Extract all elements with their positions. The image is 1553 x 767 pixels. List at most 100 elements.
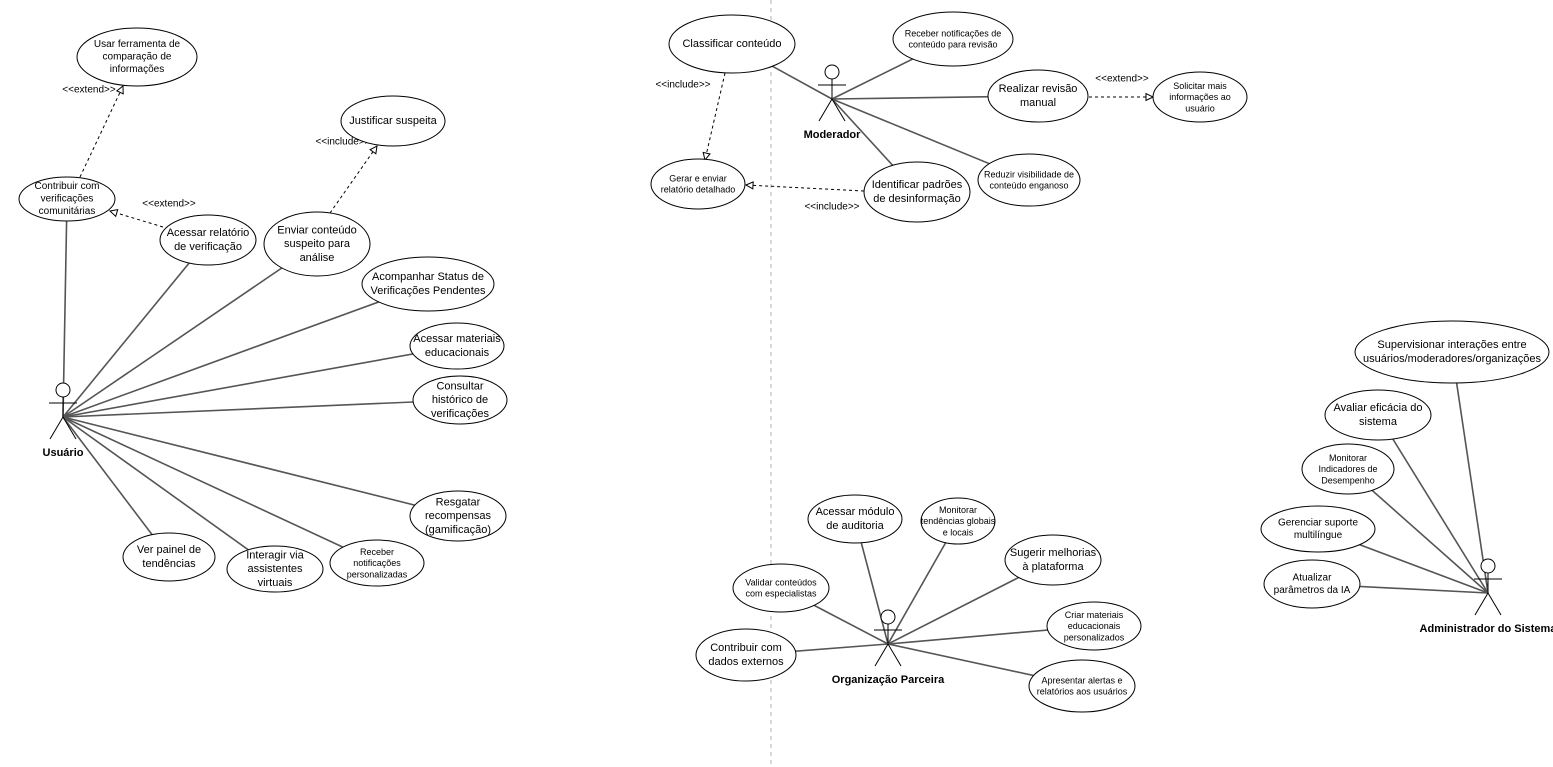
actor-left-leg <box>49 416 64 440</box>
actor-name: Moderador <box>804 129 862 141</box>
use-case-classificar[interactable]: Classificar conteúdo <box>668 14 796 74</box>
use-case-ellipse <box>409 490 507 542</box>
use-case-ellipse <box>1263 559 1361 609</box>
use-case-ellipse <box>18 176 116 222</box>
use-case-label: personalizados <box>1064 632 1125 642</box>
actor-right-leg <box>831 98 846 122</box>
association-line <box>62 416 276 570</box>
use-case-label: verificações <box>41 194 94 205</box>
use-case-label: suspeito para <box>284 238 351 250</box>
use-case-label: e locais <box>943 527 974 537</box>
use-case-label: virtuais <box>258 577 293 589</box>
use-case-ellipse <box>732 563 830 613</box>
association-line <box>62 283 429 418</box>
use-case-justificar[interactable]: Justificar suspeita <box>340 95 446 147</box>
use-case-acessar-relatorio[interactable]: Acessar relatório de verificação <box>159 214 257 266</box>
use-case-label: comunitárias <box>39 206 96 217</box>
association-line <box>1377 414 1489 594</box>
use-case-label: Desempenho <box>1321 475 1375 485</box>
stereotype-label: <<extend>> <box>1095 74 1149 85</box>
use-case-criar-materiais[interactable]: Criar materiaiseducacionaispersonalizado… <box>1046 601 1142 651</box>
use-case-ellipse <box>1324 389 1432 441</box>
use-case-label: dados externos <box>708 656 784 668</box>
use-case-label: Resgatar <box>436 496 481 508</box>
use-case-ellipse <box>650 158 746 210</box>
use-case-label: Reduzir visibilidade de <box>984 169 1074 179</box>
use-case-label: relatório detalhado <box>661 185 736 195</box>
use-case-label: Avaliar eficácia do <box>1333 402 1422 414</box>
use-case-label: análise <box>300 252 335 264</box>
association-line <box>1451 351 1489 594</box>
actor-head-icon <box>824 64 840 80</box>
actor-name: Administrador do Sistema <box>1420 623 1553 635</box>
use-case-label: tendências globais <box>921 516 996 526</box>
use-case-label: multilíngue <box>1294 530 1343 541</box>
actor-head-icon <box>880 609 896 625</box>
use-case-ellipse <box>1354 320 1550 384</box>
dependency-line <box>79 85 124 178</box>
use-case-ellipse <box>1260 505 1376 553</box>
arrowhead-icon <box>108 209 119 218</box>
actor-moderador[interactable]: Moderador <box>804 64 862 141</box>
use-case-supervisionar[interactable]: Supervisionar interações entreusuários/m… <box>1354 320 1550 384</box>
use-case-ellipse <box>361 256 495 312</box>
stereotype-label: <<include>> <box>315 137 370 148</box>
use-case-label: com especialistas <box>745 589 817 599</box>
use-case-label: Acessar relatório <box>167 227 250 239</box>
use-case-ellipse <box>1028 659 1136 713</box>
use-case-label: Acessar materiais <box>413 333 501 345</box>
use-case-label: Acessar módulo <box>816 506 895 518</box>
dependencies: <<extend>><<extend>><<include>><<include… <box>62 72 1155 228</box>
actor-right-leg <box>887 643 902 667</box>
arrowhead-icon <box>115 84 124 95</box>
actor-head-icon <box>1480 558 1496 574</box>
use-case-label: sistema <box>1359 416 1398 428</box>
use-case-label: Apresentar alertas e <box>1041 675 1122 685</box>
use-case-label: Identificar padrões <box>872 179 963 191</box>
use-case-label: à plataforma <box>1022 561 1084 573</box>
actor-left-leg <box>1474 592 1489 616</box>
association-line <box>62 416 170 558</box>
use-case-label: Acompanhar Status de <box>372 271 484 283</box>
use-case-label: Contribuir com <box>34 181 99 192</box>
actor-usuario[interactable]: Usuário <box>43 382 84 459</box>
use-case-label: de verificação <box>174 241 242 253</box>
use-case-avaliar-eficacia[interactable]: Avaliar eficácia do sistema <box>1324 389 1432 441</box>
actor-organizacao[interactable]: Organização Parceira <box>832 609 945 686</box>
actor-admin[interactable]: Administrador do Sistema <box>1420 558 1553 635</box>
use-case-ellipse <box>987 69 1089 123</box>
use-case-label: personalizadas <box>347 569 408 579</box>
use-case-ellipse <box>920 497 996 545</box>
use-case-label: usuário <box>1185 103 1215 113</box>
actor-left-leg <box>874 643 889 667</box>
use-case-ellipse <box>412 375 508 425</box>
actor-right-leg <box>1487 592 1502 616</box>
use-case-label: histórico de <box>432 394 488 406</box>
